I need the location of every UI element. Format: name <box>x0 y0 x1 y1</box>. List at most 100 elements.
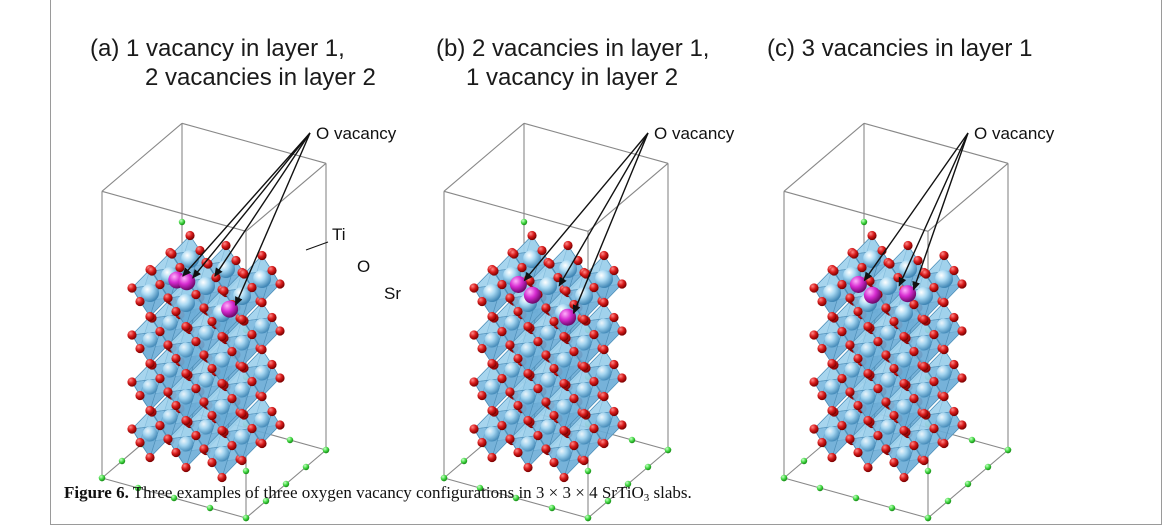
o-atom <box>845 340 855 350</box>
o-atom <box>497 373 507 384</box>
o-atom <box>817 296 827 307</box>
o-atom <box>863 462 873 473</box>
o-atom <box>185 230 195 241</box>
o-atom <box>127 424 137 434</box>
vacancy-group <box>509 275 577 326</box>
o-atom <box>929 376 939 387</box>
o-atom <box>579 455 589 466</box>
ti-atom <box>484 332 500 348</box>
ti-atom <box>162 362 178 378</box>
tio6-octahedron <box>581 391 627 449</box>
o-atom <box>477 343 487 354</box>
o-atom <box>247 376 257 387</box>
o-atom <box>533 430 543 441</box>
o-atom <box>219 286 229 296</box>
sr-atom <box>322 446 330 454</box>
o-atom <box>267 265 277 276</box>
sr-atom <box>852 494 860 502</box>
o-vacancy-label: O vacancy <box>316 124 397 143</box>
o-atom <box>949 406 959 417</box>
sr-atom <box>964 480 972 488</box>
vacancy-group <box>168 271 239 318</box>
vacancy-arrow <box>558 132 649 287</box>
sr-atom <box>1004 446 1012 454</box>
o-atom <box>191 430 201 441</box>
o-atom <box>541 350 551 360</box>
ti-atom <box>198 419 214 435</box>
caption-text-end: slabs. <box>649 483 692 502</box>
o-atom <box>903 240 913 251</box>
o-atom <box>247 282 257 293</box>
o-atom <box>853 353 863 364</box>
ti-atom <box>556 399 572 415</box>
sr-atom <box>242 467 250 475</box>
o-atom <box>155 373 165 384</box>
o-atom <box>207 410 217 421</box>
o-atom <box>881 350 891 360</box>
o-atom <box>275 420 285 430</box>
o-atom <box>127 377 137 387</box>
o-atom <box>889 457 899 468</box>
o-atom <box>617 420 627 430</box>
o-atom <box>477 437 487 448</box>
o-atom <box>523 321 533 332</box>
ti-atom <box>844 362 860 378</box>
vacancy-arrow <box>863 132 969 282</box>
ti-atom <box>860 342 876 358</box>
o-atom <box>549 316 559 327</box>
ti-atom <box>896 399 912 415</box>
o-atom <box>257 438 267 449</box>
ti-atom <box>198 372 214 388</box>
sr-atom <box>170 494 178 502</box>
o-atom <box>873 336 883 347</box>
o-atom <box>939 391 949 402</box>
o-atom <box>899 331 909 342</box>
sr-atom <box>584 514 592 522</box>
o-atom <box>541 397 551 407</box>
o-atom <box>949 265 959 276</box>
o-atom <box>549 363 559 374</box>
tio6-octahedron <box>845 274 891 332</box>
o-vacancy-atom <box>849 275 867 293</box>
o-atom <box>837 326 847 337</box>
tio6-octahedron <box>921 250 967 308</box>
tio6-octahedron <box>239 297 285 355</box>
ti-atom <box>254 412 270 428</box>
sr-atom <box>118 457 126 465</box>
ti-atom <box>595 270 613 288</box>
o-atom <box>195 245 205 256</box>
ti-atom <box>504 362 520 378</box>
o-atom <box>809 377 819 387</box>
ti-atom <box>880 325 896 341</box>
o-atom <box>469 330 479 340</box>
ti-atom <box>539 277 557 295</box>
o-atom <box>505 434 515 444</box>
ti-atom <box>177 294 195 312</box>
o-atom <box>873 383 883 394</box>
o-atom <box>957 420 967 430</box>
cell-edge <box>863 122 1009 164</box>
o-atom <box>541 303 551 313</box>
o-atom <box>513 353 523 364</box>
o-atom <box>919 361 929 372</box>
sr-atom <box>944 497 952 505</box>
o-atom <box>919 455 929 466</box>
sr-atom <box>512 494 520 502</box>
o-atom <box>899 472 909 483</box>
o-atom <box>881 397 891 407</box>
o-atom <box>199 350 209 360</box>
o-atom <box>191 336 201 347</box>
cell-edge <box>523 122 669 164</box>
o-atom <box>171 306 181 317</box>
o-atom <box>171 400 181 411</box>
o-atom <box>541 444 551 454</box>
ti-atom <box>596 412 612 428</box>
cell-edge <box>181 122 327 164</box>
panel-b-title-line1: (b) 2 vacancies in layer 1, <box>436 35 710 62</box>
o-atom <box>617 373 627 383</box>
o-atom <box>909 440 919 451</box>
ti-atom <box>484 426 500 442</box>
o-atom <box>127 330 137 340</box>
o-atom <box>231 255 241 266</box>
tio6-octahedron <box>239 344 285 402</box>
